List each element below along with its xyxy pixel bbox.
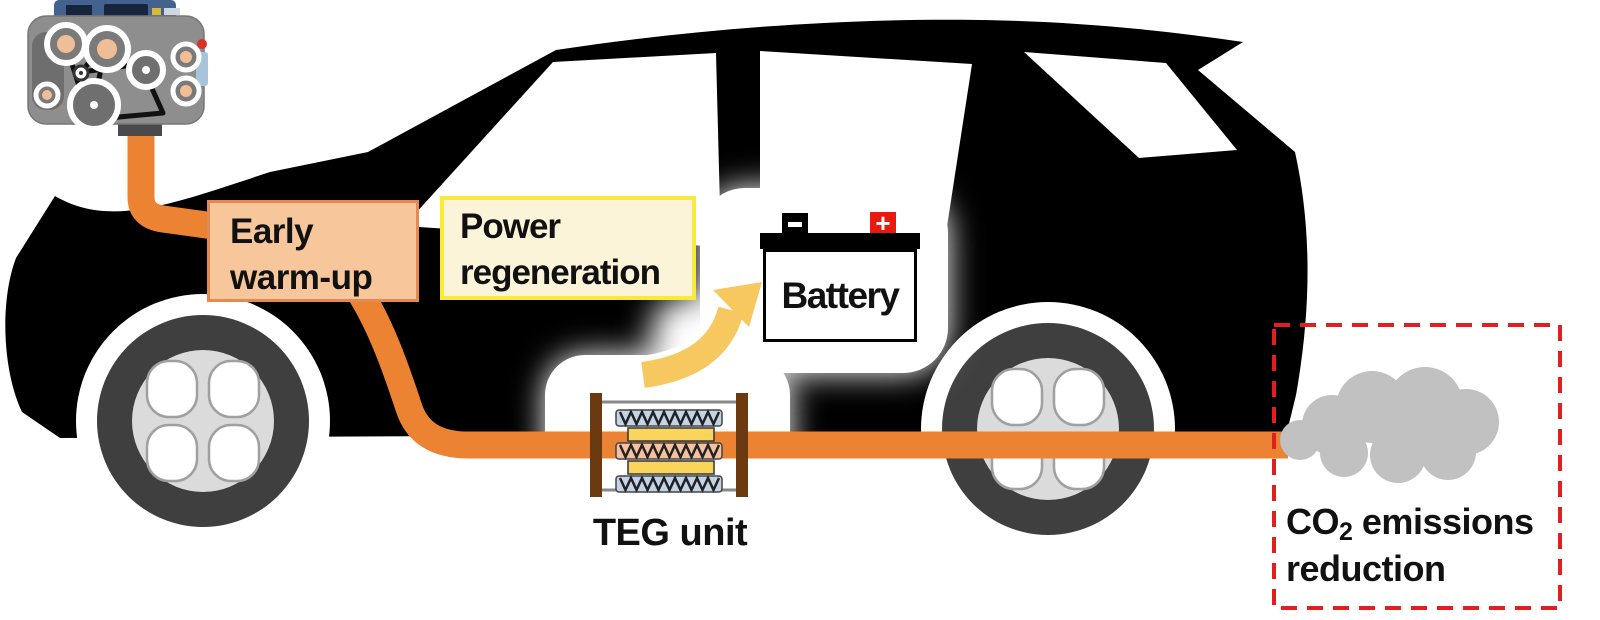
co2-subscript: 2 [1339, 518, 1353, 546]
co2-line1: CO2 emissions [1286, 501, 1534, 546]
battery-minus-terminal [782, 213, 808, 235]
front-hub-petals [145, 359, 261, 483]
teg-module-top [627, 427, 715, 442]
teg-zigzag-top [618, 408, 721, 428]
teg-unit-label: TEG unit [592, 512, 748, 554]
battery-top-bar [760, 233, 920, 249]
early-warmup-line2: warm-up [230, 257, 373, 297]
early-warmup-line1: Early [230, 212, 314, 251]
teg-unit [590, 393, 748, 497]
battery-label: Battery [781, 274, 901, 316]
front-wheel [97, 315, 309, 527]
engine-pulleys [33, 22, 202, 132]
power-flow-arrow [640, 276, 768, 394]
battery-icon: + Battery [760, 210, 920, 342]
teg-left-post [590, 393, 602, 497]
battery-plus-terminal: + [870, 210, 896, 236]
teg-zigzag-bottom [618, 474, 721, 494]
co2-emissions-label: CO2 emissions reduction [1286, 499, 1566, 593]
power-regeneration-line2: regeneration [460, 252, 661, 292]
battery-body: Battery [763, 249, 917, 342]
co2-dashed-frame [1272, 323, 1562, 610]
minus-icon [788, 221, 802, 227]
teg-module-bottom [627, 460, 715, 475]
quarter-window [1024, 52, 1237, 158]
co2-line2: reduction [1286, 547, 1446, 589]
rear-wheel [942, 323, 1154, 535]
teg-right-post [736, 393, 748, 497]
early-warmup-box: Early warm-up [207, 200, 419, 302]
teg-zigzag-middle [618, 441, 721, 461]
power-regeneration-box: Power regeneration [440, 196, 696, 300]
engine-icon [27, 0, 208, 136]
power-regeneration-line1: Power [460, 207, 561, 246]
exhaust-cloud-icon [1280, 367, 1499, 483]
